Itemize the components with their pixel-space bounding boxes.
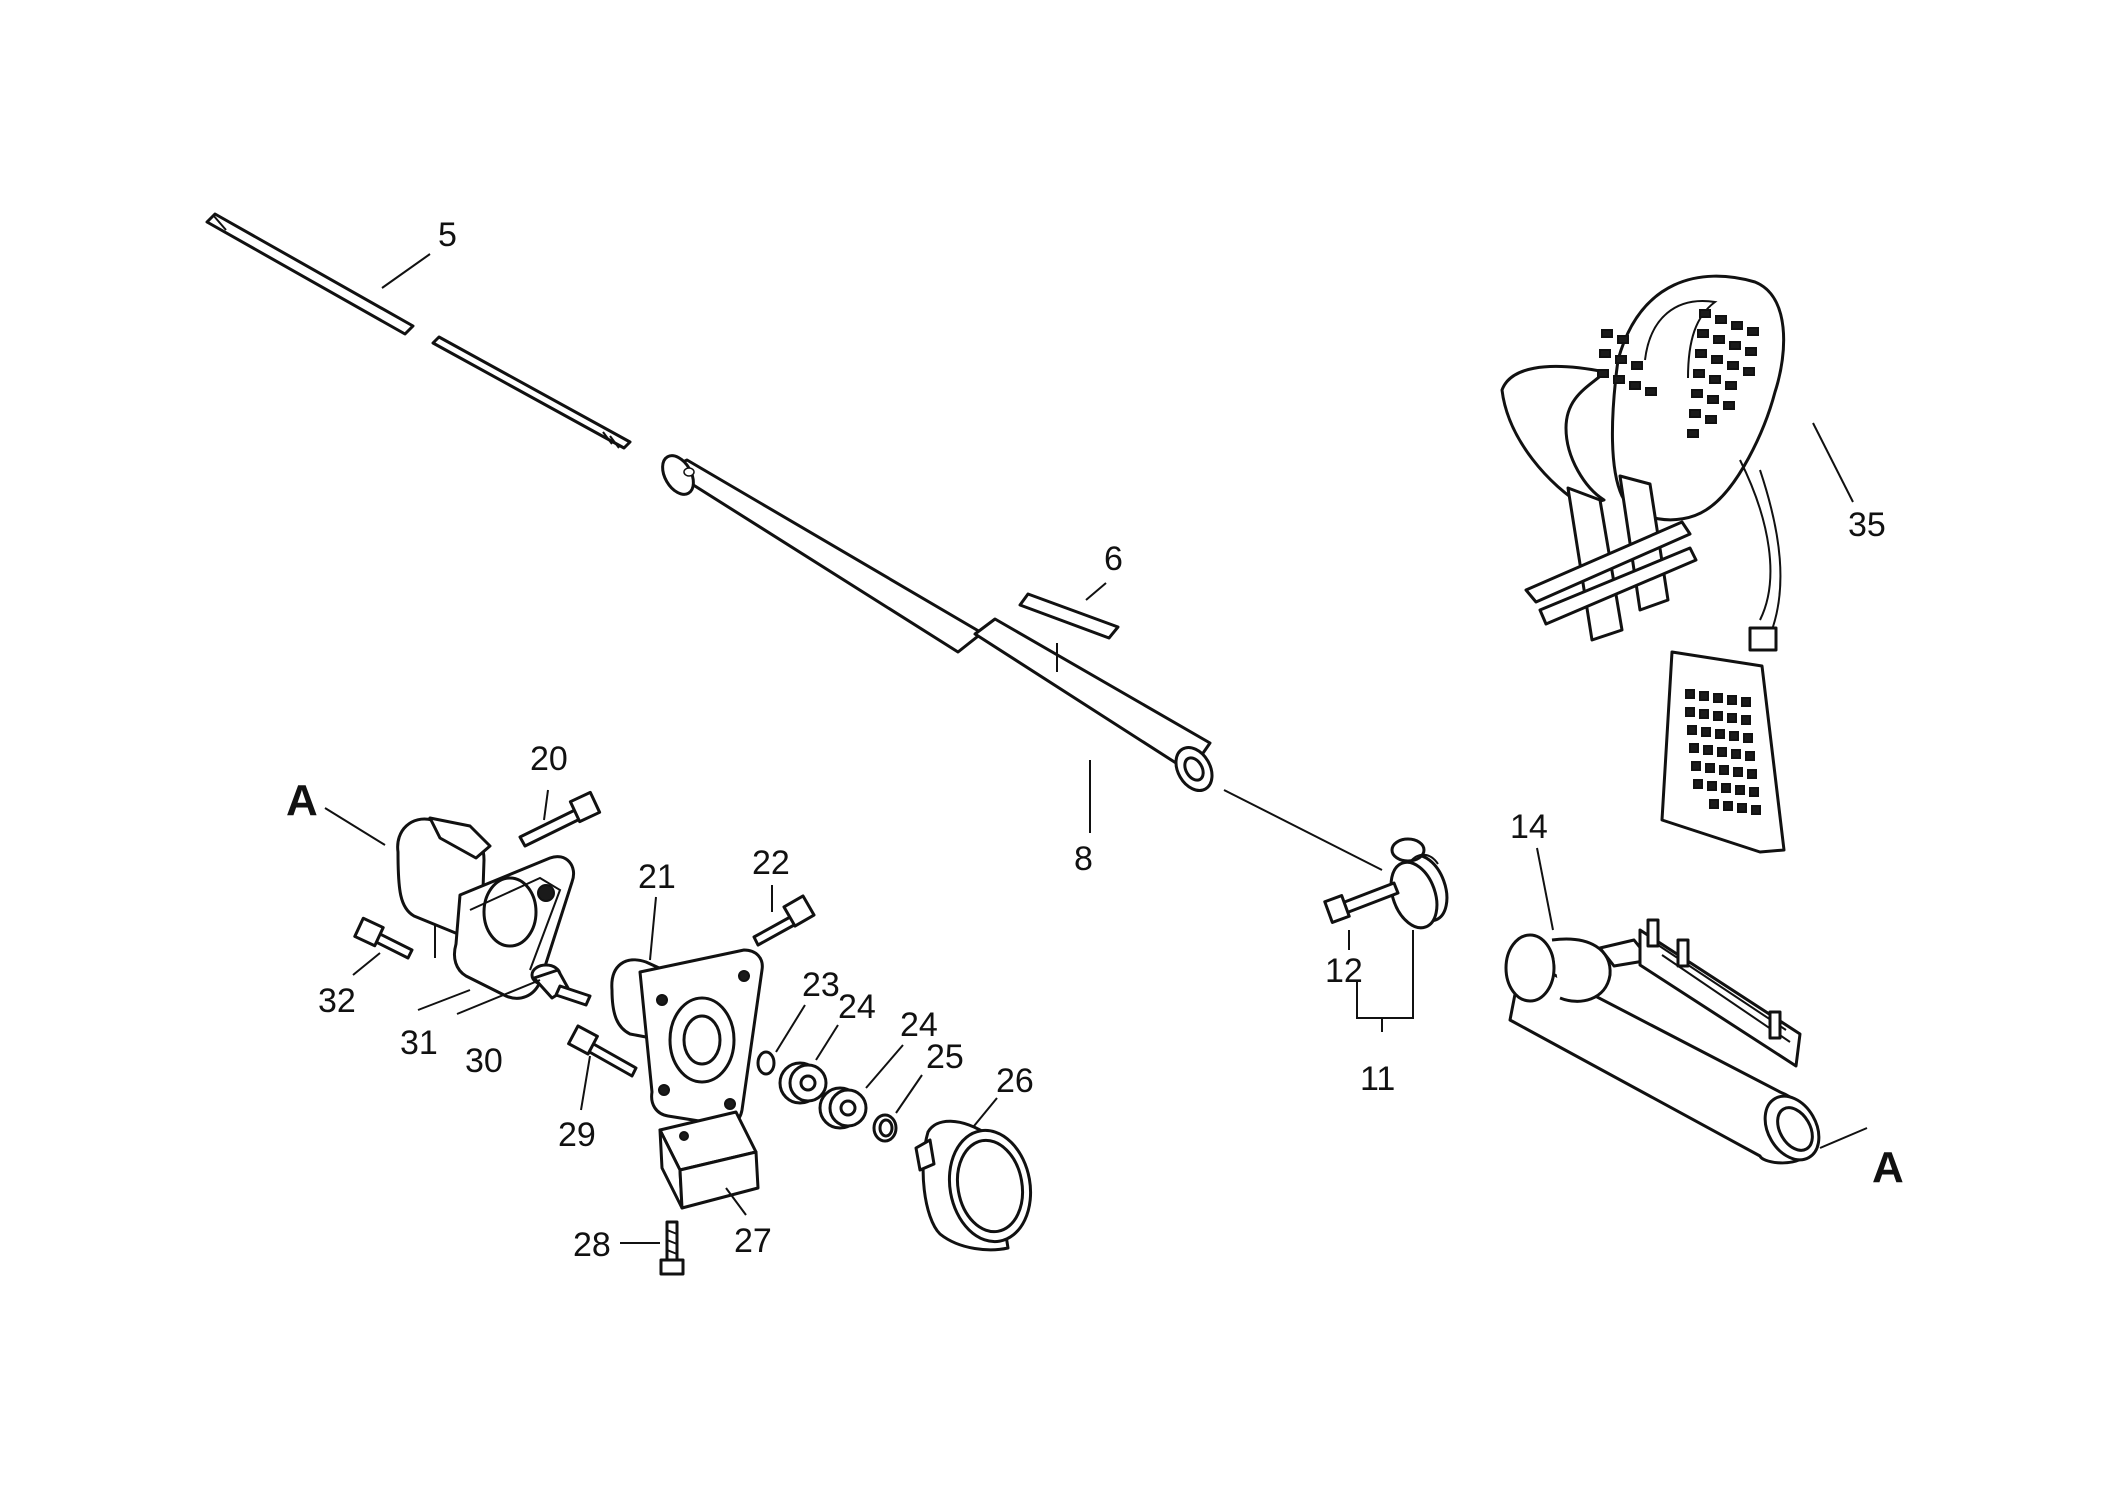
shaft-tube-part-8 (661, 454, 1214, 792)
callout-26: 26 (996, 1062, 1034, 1100)
drum-part-26 (914, 1119, 1033, 1252)
grip-part-14 (1504, 918, 1821, 1165)
callout-20: 20 (530, 740, 568, 778)
stopper-part-27 (658, 1110, 760, 1210)
label-part-6 (1018, 592, 1120, 640)
leader-lines (324, 253, 1868, 1244)
callout-8: 8 (1074, 840, 1093, 878)
callout-29: 29 (558, 1116, 596, 1154)
screw-part-29 (567, 1024, 638, 1078)
callout-35: 35 (1848, 506, 1886, 544)
bearing-part-24b (818, 1086, 868, 1130)
bearing-part-24a (778, 1061, 828, 1105)
callout-11: 11 (1360, 1060, 1395, 1098)
screw-part-28 (659, 1220, 685, 1276)
callout-24b: 24 (900, 1006, 938, 1044)
washer-part-23 (756, 1050, 776, 1076)
harness-part-35 (1500, 274, 1786, 854)
callout-31: 31 (400, 1024, 438, 1062)
callout-32: 32 (318, 982, 356, 1020)
shaft-fitting-part-30 (530, 963, 592, 1007)
callout-6: 6 (1104, 540, 1123, 578)
reference-a-right: A (1872, 1143, 1904, 1192)
callout-27: 27 (734, 1222, 772, 1260)
screw-part-22 (752, 894, 816, 947)
gear-cover-part-31 (396, 816, 575, 1000)
callout-24a: 24 (838, 988, 876, 1026)
callout-22: 22 (752, 844, 790, 882)
reference-a-left: A (286, 776, 318, 825)
callout-28: 28 (573, 1226, 611, 1264)
screw-part-20 (518, 790, 602, 848)
gear-case-part-21 (610, 948, 764, 1127)
snap-ring-part-25 (872, 1113, 898, 1143)
callout-23: 23 (802, 966, 840, 1004)
screw-part-32 (353, 916, 414, 960)
drive-shaft-part-5 (205, 212, 632, 450)
clamp-part-11 (1389, 837, 1449, 930)
callout-5: 5 (438, 216, 457, 254)
callout-30: 30 (465, 1042, 503, 1080)
callout-14: 14 (1510, 808, 1548, 846)
callout-25: 25 (926, 1038, 964, 1076)
callout-12: 12 (1325, 952, 1363, 990)
screw-part-12 (1323, 881, 1400, 924)
callout-21: 21 (638, 858, 676, 896)
callout-labels: 5 6 8 11 12 14 20 21 22 23 24 24 25 26 2… (286, 216, 1904, 1264)
